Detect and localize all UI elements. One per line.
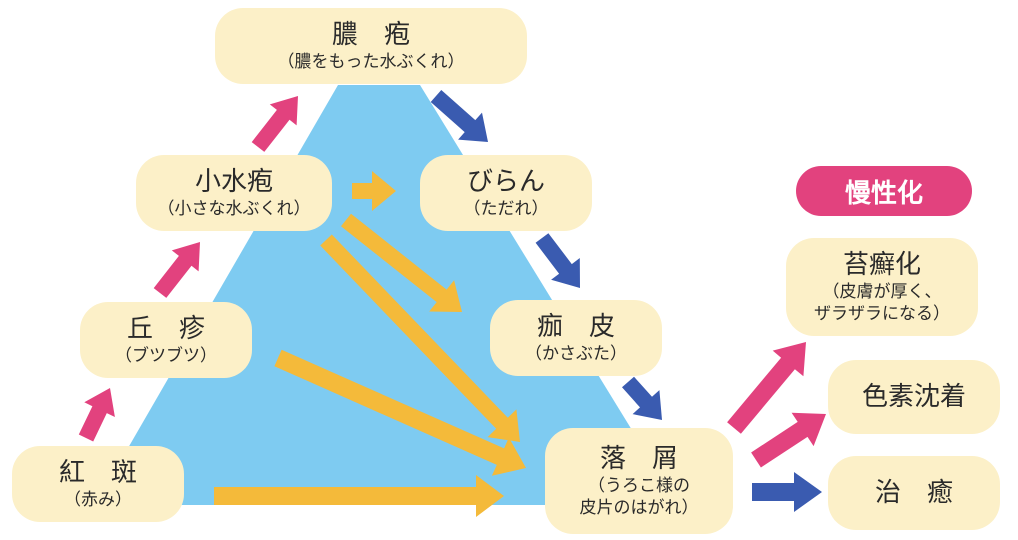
node-title: 治 癒 [874, 478, 953, 508]
node-subtitle: （ただれ） [463, 199, 549, 219]
node-subtitle: （赤み） [64, 490, 132, 510]
node-title: 丘 疹 [126, 314, 205, 344]
chronic-badge: 慢性化 [796, 166, 972, 216]
node-title: 痂 皮 [536, 312, 615, 342]
node-subtitle-line1: （うろこ様の [588, 476, 690, 496]
node-subtitle: （ブツブツ） [115, 346, 217, 366]
node-kyushin: 丘 疹 （ブツブツ） [80, 302, 252, 378]
arrow-shosuiho-to-biran [352, 171, 396, 211]
node-subtitle: （かさぶた） [525, 344, 627, 364]
arrow-shosuiho-to-kahi [341, 213, 462, 312]
node-title: 苔癬化 [842, 250, 921, 280]
node-title: 色素沈着 [861, 382, 966, 412]
node-shosuiho: 小水疱 （小さな水ぶくれ） [136, 155, 332, 231]
node-title: びらん [466, 167, 545, 197]
node-chiyu: 治 癒 [828, 456, 1000, 530]
arrow-kyushin-to-rakusetsu [274, 349, 526, 476]
node-taisenka: 苔癬化 （皮膚が厚く、 ザラザラになる） [786, 238, 978, 336]
node-title: 紅 斑 [58, 458, 137, 488]
node-subtitle-line2: ザラザラになる） [814, 304, 950, 324]
arrow-biran-to-kahi [535, 233, 580, 288]
node-biran: びらん （ただれ） [420, 155, 592, 231]
node-subtitle-line2: 皮片のはがれ） [579, 498, 699, 518]
arrow-kouhan-to-rakusetsu [214, 475, 504, 517]
node-noho: 膿 疱 （膿をもった水ぶくれ） [215, 8, 527, 84]
node-title: 膿 疱 [331, 20, 410, 50]
arrows [78, 90, 826, 517]
arrow-rakusetsu-to-shikiso [751, 412, 826, 468]
arrow-kahi-to-rakusetsu [622, 376, 662, 420]
node-rakusetsu: 落 屑 （うろこ様の 皮片のはがれ） [545, 428, 733, 534]
node-subtitle-line1: （皮膚が厚く、 [822, 282, 942, 302]
node-kouhan: 紅 斑 （赤み） [12, 446, 184, 522]
arrow-rakusetsu-to-chiyu [752, 472, 822, 512]
node-subtitle: （膿をもった水ぶくれ） [277, 52, 465, 72]
arrow-kouhan-to-kyushin [78, 388, 115, 442]
node-subtitle: （小さな水ぶくれ） [157, 199, 311, 219]
arrow-rakusetsu-to-taisenka [727, 342, 806, 434]
node-title: 落 屑 [599, 444, 678, 474]
arrow-kyushin-to-shosuiho [153, 242, 200, 298]
node-kahi: 痂 皮 （かさぶた） [490, 300, 662, 376]
node-title: 小水疱 [194, 167, 273, 197]
arrow-shosuiho-to-rakusetsu [320, 234, 520, 442]
arrow-shosuiho-to-noho [251, 96, 298, 152]
node-shikiso: 色素沈着 [828, 360, 1000, 434]
arrow-noho-to-biran [430, 90, 488, 142]
